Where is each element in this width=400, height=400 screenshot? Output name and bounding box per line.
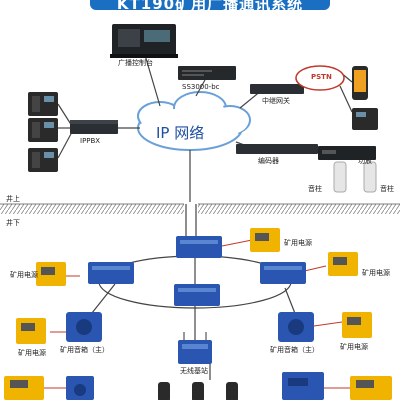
broadcast-console-label: 广播控制台 [118,59,153,67]
mobile-phone [352,66,368,100]
ip-network-cloud [137,91,251,151]
ip-phone-1 [28,92,58,116]
speaker-column-label-2: 音柱 [380,185,394,193]
pstn-label: PSTN [311,73,332,81]
power-unit-right-lower [342,312,372,338]
power-label-left-upper: 矿用电源 [10,271,38,279]
ring-switch-top [176,236,222,258]
ippbx-label: IPPBX [80,137,101,145]
zone-below-label: 井下 [6,219,20,227]
power-label-left-lower: 矿用电源 [18,349,46,357]
speaker-column-2 [363,161,377,193]
relay-gateway-label: 中继网关 [262,97,290,105]
server-device [178,66,236,80]
zone-above-label: 井上 [6,195,20,203]
power-unit-left-upper [36,262,66,286]
speaker-box-bottom-right [282,372,324,400]
title-banner: KT190矿用广播通讯系统 [90,0,330,13]
speaker-box-bottom-left [66,376,94,400]
wireless-station-label: 无线基站 [180,367,208,375]
ip-network-label: IP 网络 [156,124,205,142]
power-unit-left-lower [16,318,46,344]
server-label: SS3000-bc [182,83,220,91]
speaker-box-main-left-label: 矿用音箱（主） [60,346,109,354]
handheld-terminal-2 [192,382,204,400]
power-unit-bottom-left [4,376,44,400]
power-unit-bottom-right [350,376,392,400]
ring-switch-left [88,262,134,284]
power-label-top: 矿用电源 [284,239,312,247]
speaker-box-main-right [278,312,314,342]
ippbx-device [70,120,118,134]
page-title: KT190矿用广播通讯系统 [116,0,304,13]
power-label-right-lower: 矿用电源 [340,343,368,351]
broadcast-console-device [110,24,178,58]
ip-phone-2 [28,118,58,142]
speaker-box-main-right-label: 矿用音箱（主） [270,346,319,354]
ring-switch-right [260,262,306,284]
ground-boundary [0,202,400,236]
wireless-station-device [178,332,212,364]
power-unit-right-upper [328,252,358,276]
pstn-cloud [295,65,345,91]
speaker-box-main-left [66,312,102,342]
encoder-label: 编码器 [258,157,279,165]
power-unit-top [250,228,280,252]
power-label-right-upper: 矿用电源 [362,269,390,277]
ip-phone-3 [28,148,58,172]
desk-phone [352,108,378,130]
amplifier-label: 功放 [358,157,372,165]
relay-gateway-device [250,84,304,94]
speaker-column-1 [333,161,347,193]
amplifier-device [318,146,376,160]
handheld-terminal-1 [158,382,170,400]
encoder-device [236,144,318,154]
speaker-column-label-1: 音柱 [308,185,322,193]
ring-switch-center [174,284,220,306]
handheld-terminal-3 [226,382,238,400]
